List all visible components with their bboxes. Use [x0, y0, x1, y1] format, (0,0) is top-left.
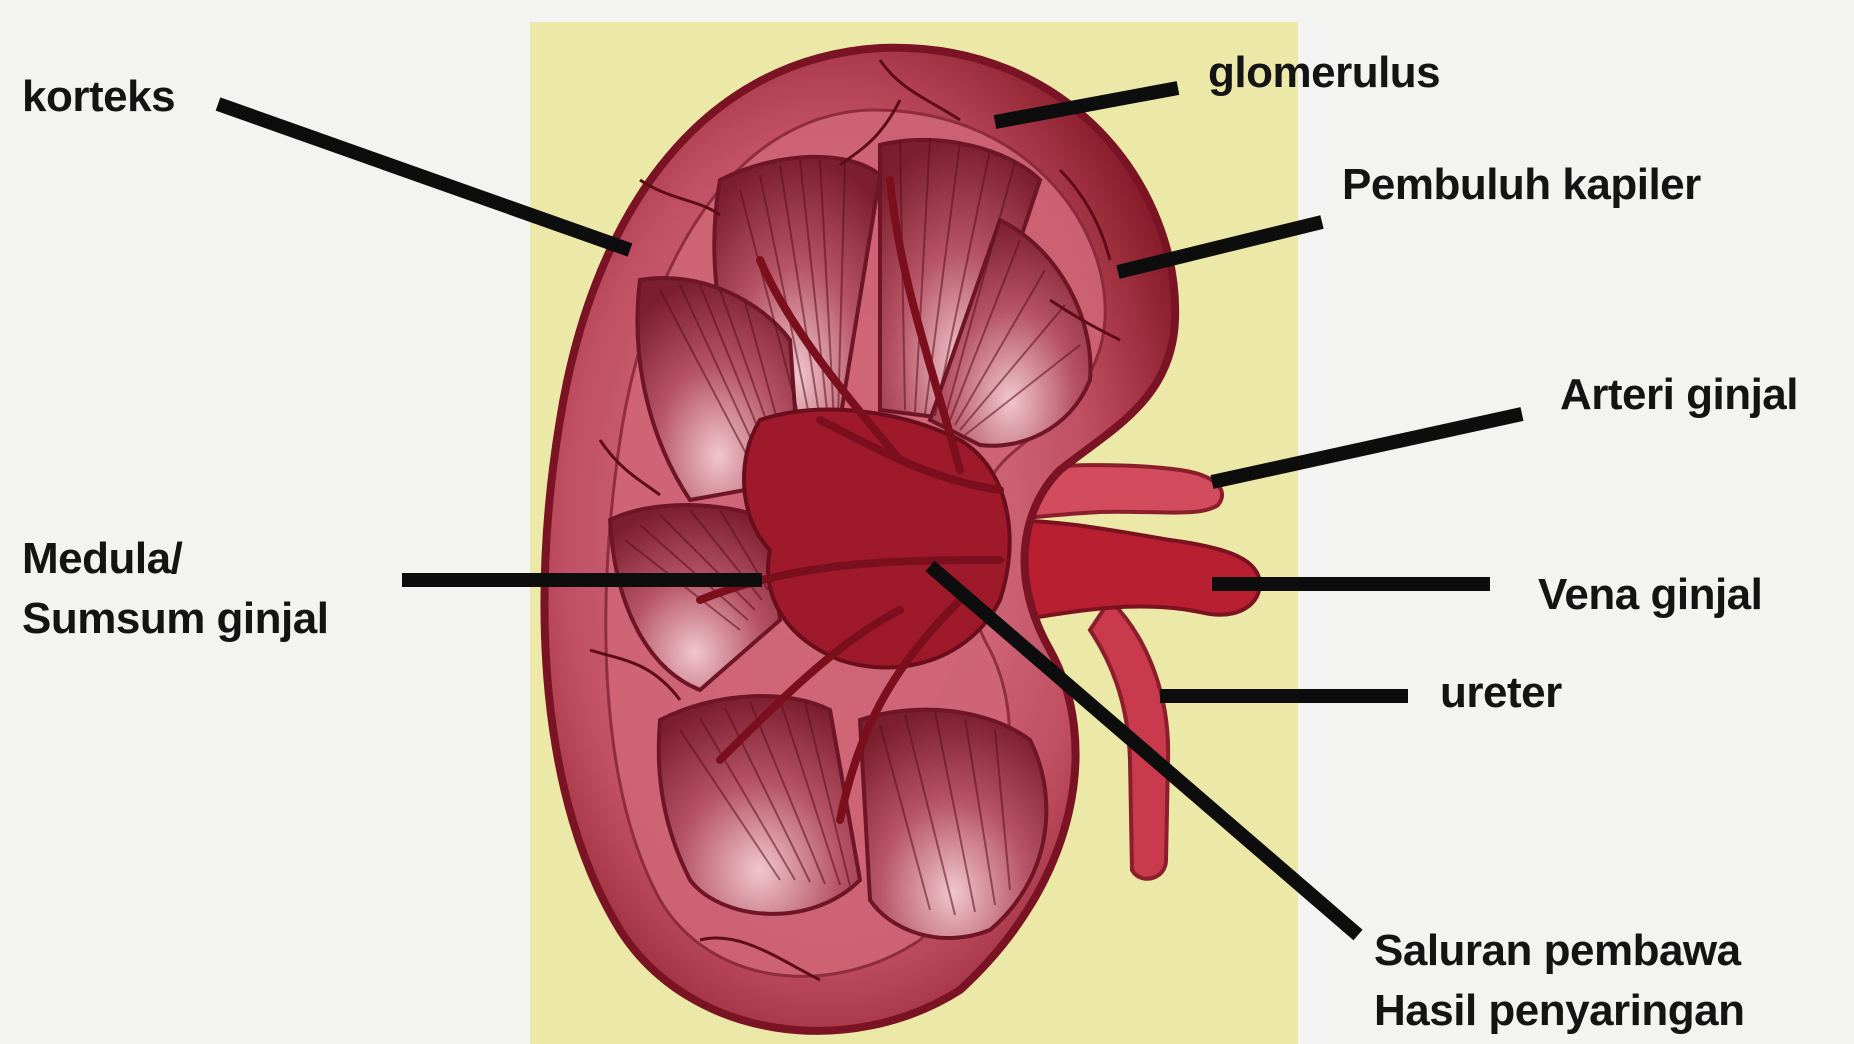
label-vena-ginjal: Vena ginjal: [1538, 566, 1762, 624]
label-saluran-pembawa: Saluran pembawa: [1374, 922, 1741, 980]
label-arteri-ginjal: Arteri ginjal: [1560, 366, 1798, 424]
label-hasil-penyaringan: Hasil penyaringan: [1374, 982, 1745, 1040]
label-glomerulus: glomerulus: [1208, 44, 1440, 102]
label-sumsum-ginjal: Sumsum ginjal: [22, 590, 328, 648]
label-korteks: korteks: [22, 68, 175, 126]
label-pembuluh-kapiler: Pembuluh kapiler: [1342, 156, 1701, 214]
label-ureter: ureter: [1440, 664, 1562, 722]
label-medula: Medula/: [22, 530, 182, 588]
